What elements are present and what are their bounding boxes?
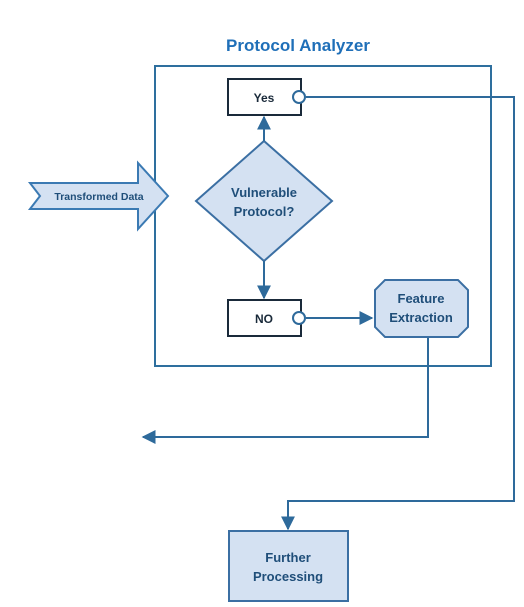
feature-label-line2: Extraction (389, 310, 453, 325)
decision-label-line1: Vulnerable (231, 185, 297, 200)
yes-connector-circle (292, 90, 306, 104)
analyzer-frame (154, 65, 492, 367)
feature-extraction-node: Feature Extraction (374, 279, 469, 338)
input-arrow: Transformed Data (27, 160, 170, 232)
no-connector-circle (292, 311, 306, 325)
input-arrow-label: Transformed Data (54, 191, 143, 203)
further-label-line2: Processing (253, 569, 323, 584)
yes-to-further-arrow (281, 96, 515, 531)
no-label: NO (255, 312, 273, 326)
feature-output-arrow (141, 338, 429, 444)
feature-label-line1: Feature (398, 291, 445, 306)
further-label-line1: Further (265, 550, 311, 565)
decision-diamond: Vulnerable Protocol? (194, 139, 334, 263)
yes-label: Yes (254, 91, 275, 105)
no-box: NO (227, 299, 302, 337)
diagram-title: Protocol Analyzer (226, 36, 370, 55)
decision-label-line2: Protocol? (234, 204, 295, 219)
yes-box: Yes (227, 78, 302, 116)
further-processing-node: Further Processing (228, 530, 349, 602)
